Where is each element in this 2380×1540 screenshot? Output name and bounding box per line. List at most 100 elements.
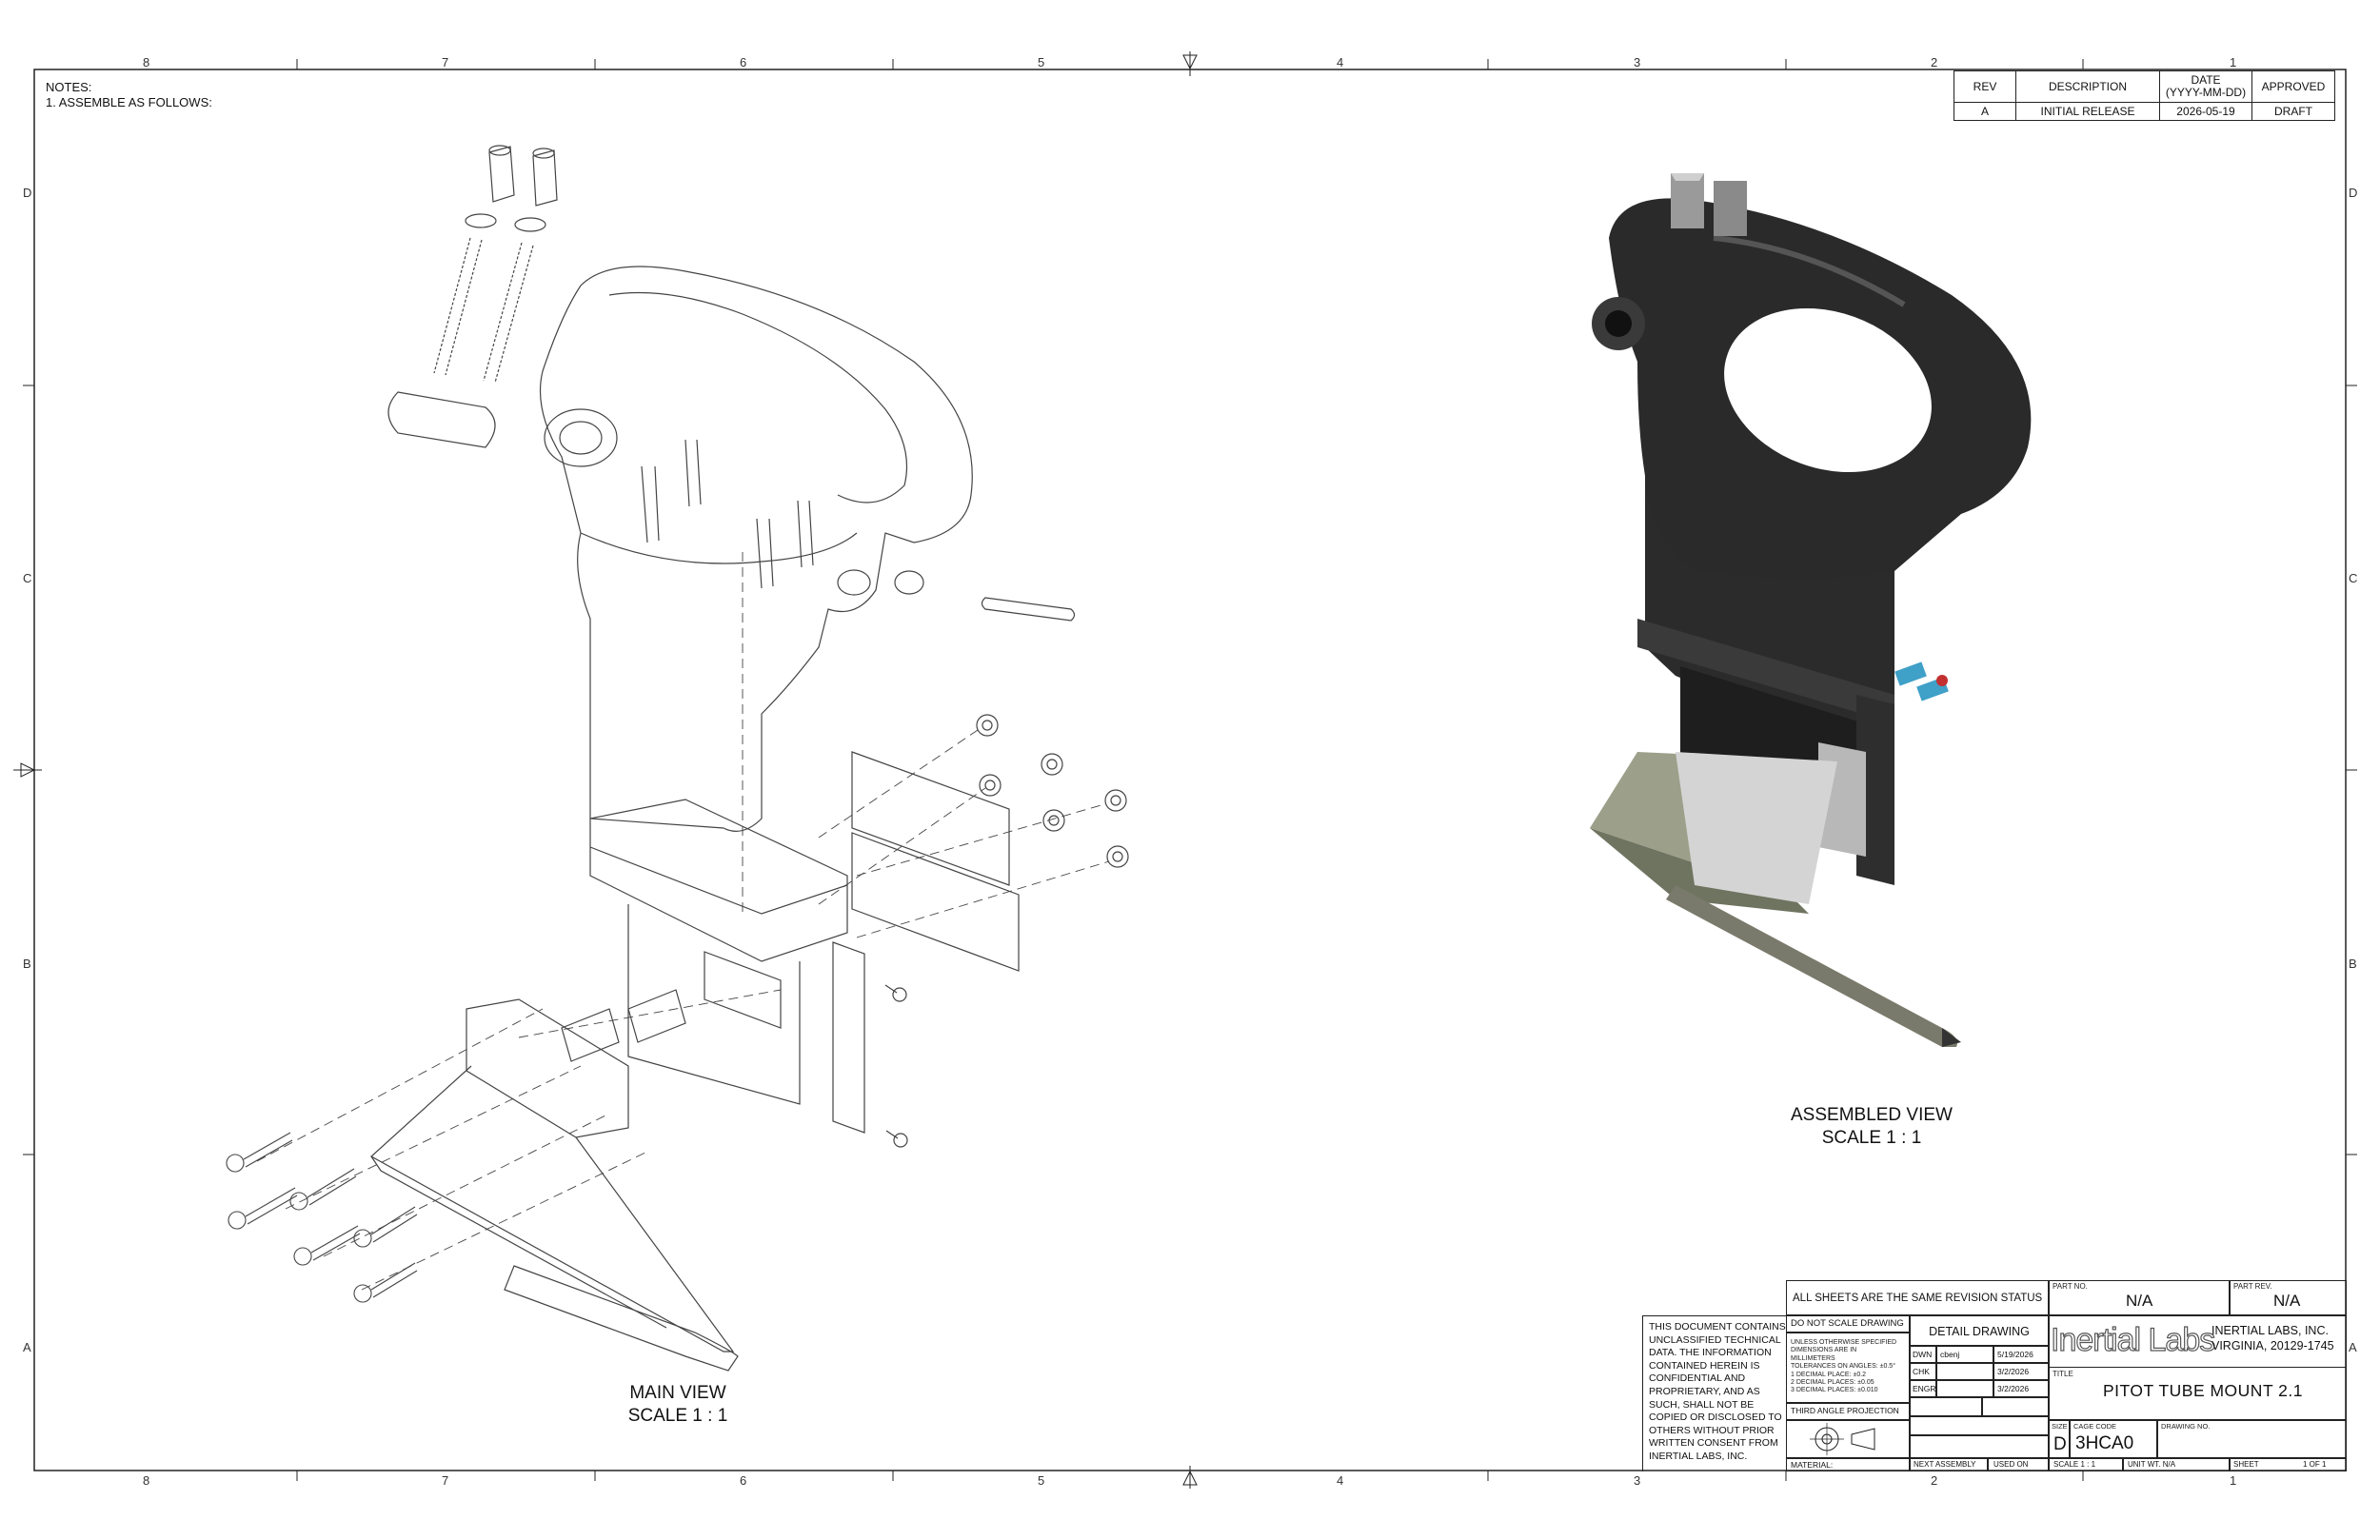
zone-top-8: 8 [143, 55, 150, 69]
zone-top-5: 5 [1038, 55, 1045, 69]
tolerance-line-4: TOLERANCES ON ANGLES: ±0.5° [1791, 1363, 1895, 1371]
date-header-label: DATE [2191, 73, 2221, 87]
zone-top-1: 1 [2230, 55, 2237, 69]
zone-left-a: A [23, 1340, 31, 1354]
inertial-labs-logo: Inertial Labs [2050, 1321, 2215, 1358]
notes-title: NOTES: [46, 80, 92, 94]
zone-top-7: 7 [442, 55, 449, 69]
projection-cell: THIRD ANGLE PROJECTION [1786, 1403, 1910, 1420]
title-cell: TITLE PITOT TUBE MOUNT 2.1 [2049, 1367, 2347, 1420]
sheet-cell: SHEET 1 OF 1 [2230, 1458, 2347, 1471]
used-on-cell: USED ON [1988, 1458, 2049, 1471]
notes-block: NOTES: 1. ASSEMBLE AS FOLLOWS: [46, 80, 212, 110]
sheet-border [33, 69, 2347, 1471]
next-assembly-cell: NEXT ASSEMBLY [1910, 1458, 1988, 1471]
notes-item-1: 1. ASSEMBLE AS FOLLOWS: [46, 95, 212, 109]
assembled-view-render [1590, 173, 2032, 1047]
zone-left-b: B [23, 957, 31, 971]
do-not-scale-cell: DO NOT SCALE DRAWING [1786, 1315, 1910, 1333]
approved-value: DRAFT [2251, 102, 2335, 121]
confidentiality-notice: THIS DOCUMENT CONTAINS UNCLASSIFIED TECH… [1649, 1321, 1786, 1462]
main-view-scale: SCALE 1 : 1 [627, 1406, 728, 1426]
material-cell: MATERIAL: [1786, 1458, 1910, 1471]
size-cell: SIZE D [2049, 1420, 2070, 1458]
assembled-view-name: ASSEMBLED VIEW [1791, 1105, 1953, 1125]
signoff-date-engr: 3/2/2026 [1993, 1380, 2049, 1397]
cage-code-value: 3HCA0 [2075, 1433, 2134, 1453]
description-header: DESCRIPTION [2015, 70, 2160, 103]
rev-value: A [1954, 102, 2016, 121]
date-value: 2026-05-19 [2159, 102, 2252, 121]
tolerance-line-2: DIMENSIONS ARE IN [1791, 1347, 1857, 1354]
projection-symbol-cell [1786, 1420, 1910, 1458]
zone-bottom-2: 2 [1931, 1473, 1938, 1488]
signoff-name-engr [1936, 1380, 1993, 1397]
zone-top-2: 2 [1931, 55, 1938, 69]
part-rev-label: PART REV. [2233, 1282, 2272, 1291]
main-view-name: MAIN VIEW [629, 1383, 726, 1403]
part-rev-cell: PART REV. N/A [2230, 1280, 2347, 1315]
zone-right-b: B [2349, 957, 2357, 971]
tolerance-line-6: 2 DECIMAL PLACES: ±0.05 [1791, 1379, 1874, 1387]
title-label: TITLE [2053, 1370, 2073, 1378]
blank-cell-1 [1910, 1397, 1982, 1416]
approved-header: APPROVED [2251, 70, 2335, 103]
cage-code-cell: CAGE CODE 3HCA0 [2070, 1420, 2157, 1458]
size-label: SIZE [2052, 1422, 2068, 1431]
cage-code-label: CAGE CODE [2073, 1422, 2117, 1431]
signoff-name-dwn: cbenj [1936, 1346, 1993, 1363]
zone-top-4: 4 [1337, 55, 1344, 69]
zone-left-c: C [23, 571, 32, 585]
company-name: INERTIAL LABS, INC. [2211, 1324, 2329, 1337]
zone-right-a: A [2349, 1340, 2357, 1354]
drawing-title: PITOT TUBE MOUNT 2.1 [2103, 1381, 2304, 1400]
zone-ticks [23, 59, 2357, 1481]
zone-top-6: 6 [740, 55, 747, 69]
unit-weight-cell: UNIT WT. N/A [2123, 1458, 2230, 1471]
centering-marks [13, 51, 1198, 1489]
signoff-role-engr: ENGR [1910, 1380, 1936, 1397]
exploded-view-art [226, 145, 1129, 1372]
tolerance-line-3: MILLIMETERS [1791, 1354, 1835, 1362]
main-view-label: MAIN VIEW SCALE 1 : 1 [535, 1382, 821, 1428]
zone-bottom-5: 5 [1038, 1473, 1045, 1488]
tolerance-line-5: 1 DECIMAL PLACE: ±0.2 [1791, 1371, 1867, 1378]
revision-status-cell: ALL SHEETS ARE THE SAME REVISION STATUS [1786, 1280, 2049, 1315]
date-header: DATE (YYYY-MM-DD) [2159, 70, 2252, 103]
part-no-value: N/A [2126, 1292, 2153, 1310]
assembled-view-label: ASSEMBLED VIEW SCALE 1 : 1 [1729, 1104, 2014, 1150]
size-value: D [2053, 1434, 2067, 1454]
tolerance-line-7: 3 DECIMAL PLACES: ±0.010 [1791, 1387, 1878, 1394]
date-header-format: (YYYY-MM-DD) [2165, 86, 2247, 99]
blank-cell-4 [1910, 1435, 2049, 1458]
third-angle-projection-icon [1810, 1423, 1875, 1455]
zone-bottom-6: 6 [740, 1473, 747, 1488]
company-cell: Inertial Labs INERTIAL LABS, INC. VIRGIN… [2049, 1315, 2347, 1367]
sheet-label: SHEET [2233, 1460, 2259, 1469]
detail-drawing-cell: DETAIL DRAWING [1910, 1315, 2049, 1346]
rev-header: REV [1954, 70, 2016, 103]
revision-table: REV DESCRIPTION DATE (YYYY-MM-DD) APPROV… [1954, 70, 2335, 121]
zone-bottom-4: 4 [1337, 1473, 1344, 1488]
zone-bottom-3: 3 [1634, 1473, 1641, 1488]
signoff-role-chk: CHK [1910, 1363, 1936, 1380]
company-address: VIRGINIA, 20129-1745 [2211, 1339, 2334, 1352]
zone-right-c: C [2349, 571, 2358, 585]
zone-bottom-1: 1 [2230, 1473, 2237, 1488]
tolerances-cell: UNLESS OTHERWISE SPECIFIED DIMENSIONS AR… [1786, 1333, 1910, 1403]
part-no-label: PART NO. [2053, 1282, 2088, 1291]
zone-top-3: 3 [1634, 55, 1641, 69]
drawing-no-label: DRAWING NO. [2161, 1422, 2211, 1431]
signoff-role-dwn: DWN [1910, 1346, 1936, 1363]
part-rev-value: N/A [2273, 1292, 2301, 1310]
scale-cell: SCALE 1 : 1 [2049, 1458, 2123, 1471]
signoff-date-chk: 3/2/2026 [1993, 1363, 2049, 1380]
signoff-name-chk [1936, 1363, 1993, 1380]
sheet-value: 1 OF 1 [2303, 1460, 2327, 1469]
zone-left-d: D [23, 186, 32, 200]
assembled-view-scale: SCALE 1 : 1 [1821, 1128, 1922, 1148]
signoff-date-dwn: 5/19/2026 [1993, 1346, 2049, 1363]
blank-cell-2 [1982, 1397, 2049, 1416]
zone-right-d: D [2349, 186, 2358, 200]
